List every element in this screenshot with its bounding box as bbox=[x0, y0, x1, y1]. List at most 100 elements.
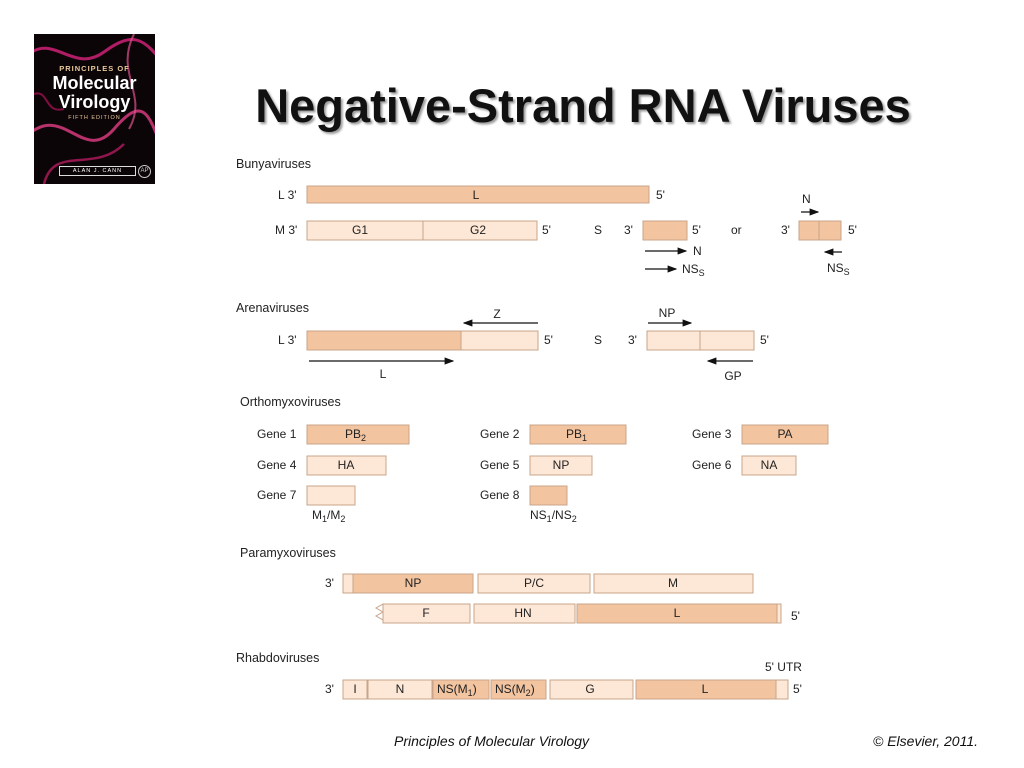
arena-s-segment-gp bbox=[699, 330, 755, 351]
bunya-g1-label: G1 bbox=[352, 223, 368, 237]
ortho-gene4-segment bbox=[306, 455, 387, 476]
ortho-gene8-label: Gene 8 bbox=[480, 488, 520, 502]
bunya-m-5end: 5' bbox=[542, 223, 551, 237]
rhabdo-trailer bbox=[775, 679, 789, 700]
arena-l-3end: L 3' bbox=[278, 333, 297, 347]
rhabdo-g-label: G bbox=[585, 682, 594, 696]
ortho-na-label: NA bbox=[761, 458, 778, 472]
ortho-np-label: NP bbox=[553, 458, 570, 472]
arena-s-label: S bbox=[594, 333, 602, 347]
rhabdo-nsm1-segment bbox=[432, 679, 490, 700]
paramyxo-heading: Paramyxoviruses bbox=[240, 546, 336, 560]
arena-l-segment-dark bbox=[306, 330, 462, 351]
ortho-ha-label: HA bbox=[338, 458, 355, 472]
cover-title: Molecular Virology bbox=[34, 74, 155, 112]
bunya-n-top-label: N bbox=[802, 192, 811, 206]
ortho-pb1-label: PB1 bbox=[566, 427, 587, 443]
paramyxo-f-label: F bbox=[422, 606, 429, 620]
arena-l-segment-light bbox=[460, 330, 539, 351]
rhabdo-n-segment bbox=[367, 679, 433, 700]
cover-title-line1: Molecular bbox=[52, 73, 137, 93]
bunya-s-5end-b: 5' bbox=[848, 223, 857, 237]
ortho-pb2-label: PB2 bbox=[345, 427, 366, 443]
bunya-m-3end: M 3' bbox=[275, 223, 297, 237]
rhabdo-5end: 5' bbox=[793, 682, 802, 696]
cover-author: ALAN J. CANN bbox=[59, 166, 136, 176]
paramyxo-3end: 3' bbox=[325, 576, 334, 590]
bunya-s-3end-a: 3' bbox=[624, 223, 633, 237]
ortho-heading: Orthomyxoviruses bbox=[240, 395, 341, 409]
ortho-gene4-label: Gene 4 bbox=[257, 458, 297, 472]
arena-s-segment-np bbox=[646, 330, 701, 351]
bunya-l-segment bbox=[306, 185, 650, 204]
paramyxo-pc-label: P/C bbox=[524, 576, 544, 590]
rhabdo-g-segment bbox=[549, 679, 634, 700]
bunya-s-3end-b: 3' bbox=[781, 223, 790, 237]
paramyxo-np-segment bbox=[352, 573, 474, 594]
rhabdo-nsm2-segment bbox=[490, 679, 547, 700]
bunya-s-segment-a bbox=[642, 220, 688, 241]
arena-z-label: Z bbox=[493, 307, 500, 321]
ortho-gene5-segment bbox=[529, 455, 593, 476]
slide-title: Negative-Strand RNA Viruses bbox=[255, 79, 911, 132]
ortho-gene3-label: Gene 3 bbox=[692, 427, 732, 441]
rhabdo-utr-label: 5' UTR bbox=[765, 660, 802, 674]
arena-l-5end: 5' bbox=[544, 333, 553, 347]
rhabdo-n-label: N bbox=[396, 682, 405, 696]
paramyxo-hn-label: HN bbox=[514, 606, 531, 620]
paramyxo-l-label: L bbox=[674, 606, 681, 620]
arena-s-5end: 5' bbox=[760, 333, 769, 347]
paramyxo-trailer bbox=[776, 603, 782, 624]
ortho-gene6-segment bbox=[741, 455, 797, 476]
cover-title-line2: Virology bbox=[58, 92, 131, 112]
arena-gp-label: GP bbox=[724, 369, 741, 383]
arena-l-arrow-label: L bbox=[380, 367, 387, 381]
bunya-or-text: or bbox=[731, 223, 742, 237]
bunya-nss-arrow-label: NSS bbox=[682, 262, 705, 278]
ortho-m1m2-label: M1/M2 bbox=[312, 508, 345, 524]
paramyxo-break-mark bbox=[374, 603, 385, 621]
bunya-l-3end: L 3' bbox=[278, 188, 297, 202]
bunya-s-5end-a: 5' bbox=[692, 223, 701, 237]
ortho-gene5-label: Gene 5 bbox=[480, 458, 520, 472]
cover-series: PRINCIPLES OF bbox=[59, 64, 130, 73]
rhabdo-nsm1-label: NS(M1) bbox=[437, 682, 477, 698]
cover-edition: FIFTH EDITION bbox=[68, 115, 121, 121]
ortho-gene6-label: Gene 6 bbox=[692, 458, 732, 472]
ortho-gene1-label: Gene 1 bbox=[257, 427, 297, 441]
ortho-gene8-segment bbox=[529, 485, 568, 506]
ortho-gene2-segment bbox=[529, 424, 627, 445]
bunya-s-segment-b2 bbox=[818, 220, 842, 241]
publisher-logo: AP bbox=[138, 165, 151, 178]
arena-s-3end: 3' bbox=[628, 333, 637, 347]
bunya-n-arrow-label: N bbox=[693, 244, 702, 258]
paramyxo-pc-segment bbox=[477, 573, 591, 594]
bunya-s-label: S bbox=[594, 223, 602, 237]
rhabdo-l-label: L bbox=[702, 682, 709, 696]
paramyxo-leader bbox=[342, 573, 354, 594]
rhabdo-3end: 3' bbox=[325, 682, 334, 696]
rhabdo-i-label: I bbox=[353, 682, 356, 696]
ortho-gene7-label: Gene 7 bbox=[257, 488, 297, 502]
footer-book-title: Principles of Molecular Virology bbox=[394, 733, 590, 749]
ortho-gene1-segment bbox=[306, 424, 410, 445]
footer-copyright: © Elsevier, 2011. bbox=[873, 733, 978, 749]
ortho-gene3-segment bbox=[741, 424, 829, 445]
cover-artwork bbox=[34, 34, 155, 184]
bunya-l-5end: 5' bbox=[656, 188, 665, 202]
paramyxo-hn-segment bbox=[473, 603, 576, 624]
rhabdo-i-segment bbox=[342, 679, 368, 700]
paramyxo-m-segment bbox=[593, 573, 754, 594]
paramyxo-np-label: NP bbox=[405, 576, 422, 590]
ortho-gene7-segment bbox=[306, 485, 356, 506]
paramyxo-5end: 5' bbox=[791, 609, 800, 623]
arena-heading: Arenaviruses bbox=[236, 301, 309, 315]
ortho-pa-label: PA bbox=[777, 427, 792, 441]
bunya-l-label: L bbox=[473, 188, 480, 202]
ortho-gene2-label: Gene 2 bbox=[480, 427, 520, 441]
rhabdo-nsm2-label: NS(M2) bbox=[495, 682, 535, 698]
bunya-g2-segment bbox=[422, 220, 538, 241]
bunya-heading: Bunyaviruses bbox=[236, 157, 311, 171]
paramyxo-m-label: M bbox=[668, 576, 678, 590]
